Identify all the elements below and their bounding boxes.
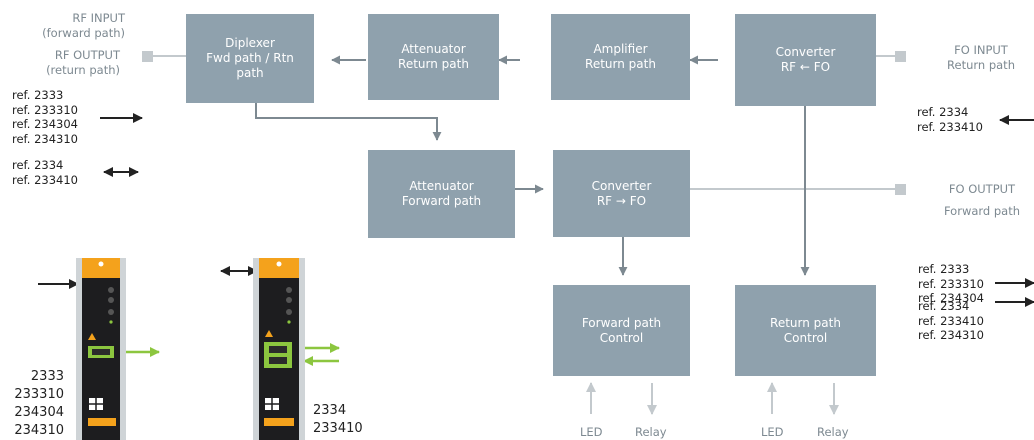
fo-input-label: FO INPUT Return path: [947, 43, 1015, 72]
relay-label-forward: Relay: [635, 425, 667, 439]
trx-module-codes: 2334 233410: [313, 403, 363, 436]
fo-output-square: [895, 184, 906, 195]
fo-output-label: FO OUTPUT Forward path: [943, 182, 1021, 218]
forward-path-control-block: Forward path Control: [553, 285, 690, 376]
fo-input-square: [895, 51, 906, 62]
right-top-ref-list: ref. 2334 ref. 233410: [917, 105, 983, 134]
rf-port-square: [142, 51, 153, 62]
attenuator-return-block: Attenuator Return path: [368, 14, 499, 100]
right-ref-list-b: ref. 2334 ref. 233410 ref. 234310: [918, 299, 984, 342]
led-label-forward: LED: [580, 425, 603, 439]
return-path-control-block: Return path Control: [735, 285, 876, 376]
arrow-diplexer-to-att-fwd: [255, 103, 442, 141]
left-ref-list-a: ref. 2333 ref. 233310 ref. 234304 ref. 2…: [12, 88, 78, 146]
diplexer-block: Diplexer Fwd path / Rtn path: [186, 14, 314, 103]
tx-module-codes: 2333 233310 234304 234310: [14, 369, 64, 438]
rf-input-label: RF INPUT (forward path): [42, 11, 125, 40]
tx-module-image: [76, 258, 126, 440]
left-ref-list-b: ref. 2334 ref. 233410: [12, 158, 78, 187]
rf-output-label: RF OUTPUT (return path): [46, 48, 120, 77]
converter-return-block: Converter RF ← FO: [735, 14, 876, 106]
trx-module-image: [253, 258, 305, 440]
attenuator-forward-block: Attenuator Forward path: [368, 150, 515, 238]
led-label-return: LED: [761, 425, 784, 439]
relay-label-return: Relay: [817, 425, 849, 439]
converter-forward-block: Converter RF → FO: [553, 150, 690, 237]
right-ref-list-a: ref. 2333 ref. 233310 ref. 234304: [918, 262, 984, 305]
amplifier-return-block: Amplifier Return path: [551, 14, 690, 100]
